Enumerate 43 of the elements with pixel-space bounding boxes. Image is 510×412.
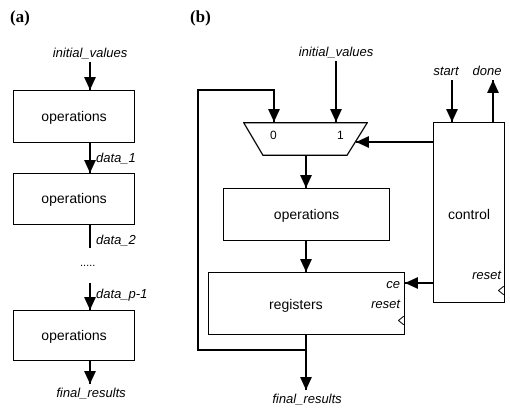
process-box	[223, 188, 390, 241]
port-label: reset	[472, 268, 501, 281]
signal-label: initial_values	[283, 43, 389, 61]
signal-label: final_results	[255, 390, 359, 408]
register-box	[208, 272, 405, 335]
signal-label: start	[428, 62, 464, 80]
port-label: reset	[371, 297, 400, 310]
edge-label: data_2	[96, 233, 136, 246]
arrow	[300, 241, 312, 272]
signal-label: initial_values	[40, 44, 140, 62]
port-label: ce	[386, 277, 400, 290]
arrow	[300, 156, 312, 188]
input-label: 0	[270, 129, 277, 141]
process-box	[13, 173, 135, 225]
input-label: 1	[337, 129, 344, 141]
process-box	[13, 90, 135, 143]
box-label: operations	[40, 328, 108, 342]
arrow	[446, 80, 458, 122]
signal-label: final_results	[38, 384, 144, 402]
box-label: control	[446, 207, 492, 221]
arrow	[356, 136, 433, 148]
box-label: operations	[272, 206, 340, 220]
edge-label: data_p-1	[96, 287, 148, 300]
arrow	[405, 277, 433, 289]
panel-label: (a)	[10, 8, 30, 25]
arrow	[197, 89, 307, 351]
edge-label: data_1	[96, 151, 136, 164]
arrow	[487, 80, 499, 122]
box-label: operations	[40, 108, 108, 122]
control-box	[433, 122, 505, 303]
arrow	[84, 283, 96, 310]
arrow	[84, 143, 96, 173]
box-label: registers	[269, 297, 323, 311]
multiplexer	[243, 122, 368, 156]
arrow	[330, 61, 342, 122]
arrow	[84, 361, 96, 384]
ellipsis: .....	[80, 258, 96, 269]
arrow	[300, 335, 312, 390]
process-box	[13, 310, 135, 361]
signal-label: done	[467, 62, 507, 80]
panel-label: (b)	[190, 8, 211, 25]
box-label: operations	[40, 191, 108, 205]
arrow	[84, 62, 96, 90]
